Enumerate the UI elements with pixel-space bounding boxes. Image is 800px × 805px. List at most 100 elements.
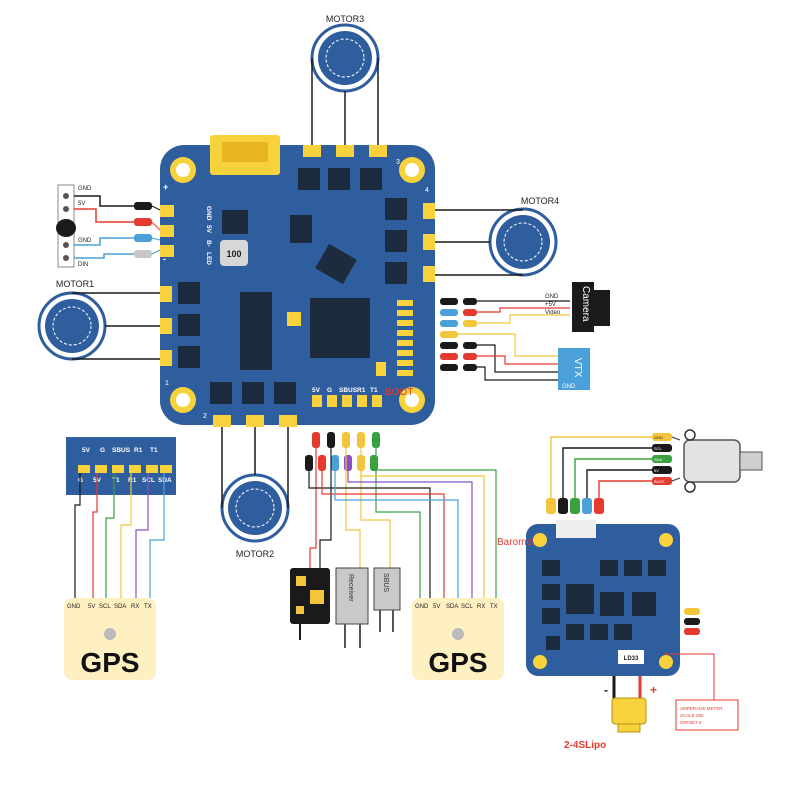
buzzer-wire-label: GND — [654, 435, 663, 440]
motor4-inner-icon — [503, 222, 543, 262]
fc-corner-number: 3 — [396, 159, 400, 166]
camera-body-icon — [572, 282, 594, 332]
motor2-inner-icon — [235, 488, 275, 528]
aio-side-connector — [684, 608, 700, 615]
buzzer-wire-black-2 — [586, 469, 652, 500]
amperage-note-line: SCALE 250 — [680, 713, 704, 718]
fc-corner-number: 2 — [203, 413, 207, 420]
receiver-a-chip — [310, 590, 324, 604]
aio-plus-label: + — [650, 683, 657, 697]
led-link — [151, 205, 161, 211]
led-wire-label: GND — [78, 186, 92, 192]
motor2-label: MOTOR2 — [236, 549, 274, 559]
gps-left-antenna-icon — [104, 628, 116, 640]
fc-gyro-chip — [315, 243, 357, 285]
motor1-label: MOTOR1 — [56, 279, 94, 289]
gps-right-wire-rx — [360, 471, 485, 598]
buzzer-wire-black — [562, 447, 652, 500]
rx-wire — [309, 448, 317, 568]
led-wire-black — [74, 195, 134, 207]
vtx-wire-video — [458, 333, 560, 357]
motor1: MOTOR1 — [37, 279, 165, 361]
cam-wire-label: GND — [545, 294, 559, 300]
fc-mount-hole-center — [176, 393, 190, 407]
fc-chip — [222, 210, 248, 234]
rx-wire — [360, 448, 391, 568]
fc-chip — [290, 215, 312, 243]
buzzer-device-icon — [683, 439, 741, 483]
buzzer-wire-label: SDA — [654, 457, 663, 462]
led-connector — [134, 250, 152, 258]
fc-left-pad-label: 5V — [205, 225, 212, 234]
gps-left-pin: 5V — [88, 604, 95, 610]
gps-right-pin: TX — [490, 604, 498, 610]
cam-connector — [440, 320, 458, 327]
fc-motor3-pad — [336, 145, 354, 157]
led-wire-blue-2 — [74, 253, 134, 259]
cam-plug — [463, 320, 477, 327]
motor4-body-icon — [496, 215, 550, 269]
gps-left-pin: TX — [144, 604, 152, 610]
gps-right-wire-scl — [347, 471, 473, 598]
fc-right-pads — [397, 300, 413, 376]
fc-motor3-pad — [303, 145, 321, 157]
led-strip-led-icon — [63, 242, 69, 248]
gps-left-wire-scl — [105, 473, 115, 598]
camera-label: Camera — [580, 286, 591, 322]
gps-left-pin: GND — [67, 604, 81, 610]
gps-left-wire-gnd — [74, 473, 81, 598]
amperage-leader-line — [664, 653, 715, 700]
fc-mount-hole-center — [405, 393, 419, 407]
aio-components — [542, 560, 666, 650]
buzzer-wire-label: SCL — [654, 446, 663, 451]
gps-left-wire-tx — [149, 473, 165, 598]
fc-motor2-pad — [246, 415, 264, 427]
vtx-wire-gnd — [477, 344, 560, 373]
fc-bottom-pad-label: G — [327, 387, 332, 394]
cam-plug — [463, 364, 477, 371]
gps-left-top-pad: 5V — [82, 447, 91, 454]
buzzer-link — [671, 436, 681, 441]
fc-left-pad-label: LED — [205, 252, 212, 265]
cam-connector — [440, 353, 458, 360]
gps-left-bottom-pad: R1 — [128, 477, 137, 484]
fc-led-pad — [160, 225, 174, 237]
fc-bottom-pad-label: 5V — [312, 387, 321, 394]
cam-plug — [463, 298, 477, 305]
receiver-a-chip — [296, 576, 306, 586]
led-strip-led-icon — [63, 255, 69, 261]
rx-wire — [345, 448, 361, 568]
aio-mount-hole-icon — [659, 655, 673, 669]
cam-wire-label: Video — [545, 310, 561, 316]
cam-connector — [440, 364, 458, 371]
usb-port-inner — [222, 142, 268, 162]
gps-right-pin: GND — [415, 604, 429, 610]
led-link — [151, 221, 161, 231]
fc-bottom-pad-label: R1 — [357, 387, 366, 394]
led-wire-label: 5V — [78, 201, 85, 207]
amperage-note-line: AMPERAGE METER — [680, 706, 723, 711]
buzzer-wire-yellow — [550, 436, 652, 500]
fc-motor4-pad — [423, 234, 435, 250]
cam-plug — [463, 309, 477, 316]
led-connector — [134, 202, 152, 210]
buzzer-wire-green — [574, 458, 652, 500]
fc-mount-hole-center — [176, 163, 190, 177]
fc-left-pad-label: GND — [205, 206, 212, 221]
amperage-note-line: OFFSET 0 — [680, 720, 702, 725]
fc-regulator-label: 100 — [226, 249, 241, 259]
aio-mount-hole-icon — [533, 533, 547, 547]
gps-left-top-pad: SBUS — [112, 447, 131, 454]
vtx-bottom-label: GND — [562, 384, 576, 390]
gps-left-title: GPS — [80, 647, 139, 678]
fc-esc-driver-chip — [240, 292, 272, 370]
motor3-label: MOTOR3 — [326, 14, 364, 24]
receiver-a-chip — [296, 606, 304, 614]
fc-boot-button-icon — [376, 362, 386, 376]
fc-mcu-chip — [310, 298, 370, 358]
aio-mount-hole-icon — [659, 533, 673, 547]
motor2: MOTOR2 — [220, 425, 290, 559]
gps-left-wire-sda — [120, 473, 132, 598]
fc-bottom-pad-label: T1 — [370, 387, 378, 394]
motor4: MOTOR4 — [430, 196, 559, 277]
